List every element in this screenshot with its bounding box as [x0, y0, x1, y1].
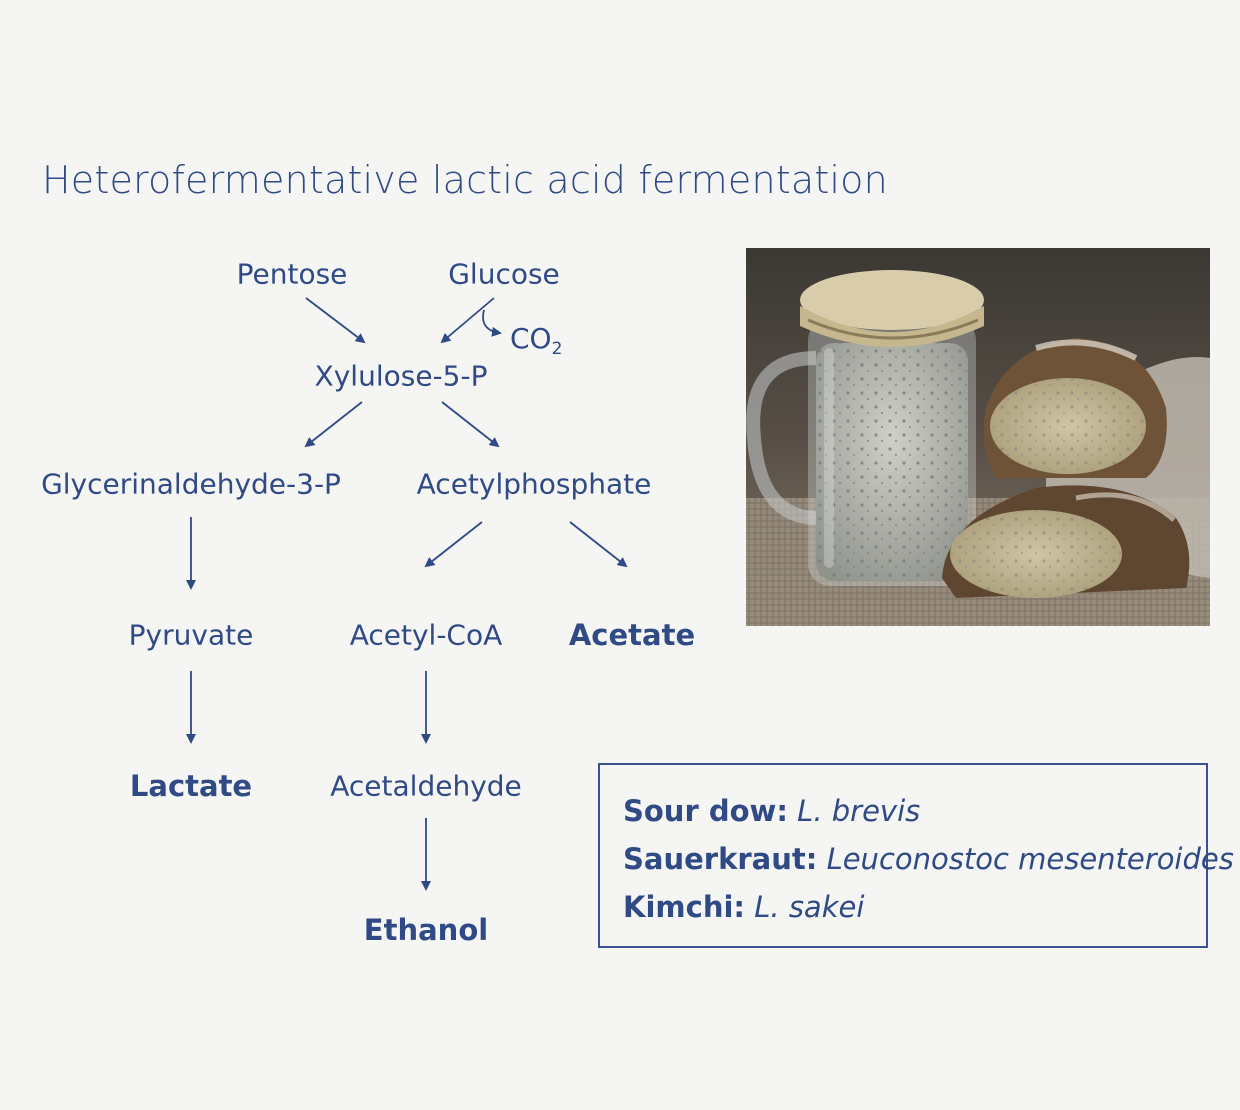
node-acetaldehyde: Acetaldehyde	[330, 769, 522, 803]
examples-box: Sour dow: L. brevis Sauerkraut: Leuconos…	[598, 763, 1234, 948]
node-pyruvate: Pyruvate	[128, 618, 254, 652]
node-acetate: Acetate	[568, 618, 696, 652]
arrow-glucose-co2	[482, 309, 502, 337]
arrow-acetylphosphate-acetate	[569, 521, 628, 568]
node-co2: CO2	[510, 322, 563, 359]
example-row-sourdough: Sour dow: L. brevis	[623, 787, 1206, 835]
arrow-xylulose-glycerinaldehyde	[304, 401, 363, 448]
example-value: L. brevis	[797, 794, 921, 828]
node-ethanol: Ethanol	[363, 913, 489, 947]
example-row-kimchi: Kimchi: L. sakei	[623, 883, 1206, 931]
example-row-sauerkraut: Sauerkraut: Leuconostoc mesenteroides	[623, 835, 1234, 883]
diagram-title: Heterofermentative lactic acid fermentat…	[42, 158, 888, 202]
example-key: Sauerkraut:	[623, 842, 818, 876]
arrow-pentose-xylulose	[305, 297, 366, 344]
node-glycerinaldehyde-3-p: Glycerinaldehyde-3-P	[41, 467, 341, 501]
node-glucose: Glucose	[448, 257, 560, 291]
node-pentose: Pentose	[236, 257, 348, 291]
node-lactate: Lactate	[129, 769, 253, 803]
node-acetylphosphate: Acetylphosphate	[416, 467, 652, 501]
example-key: Kimchi:	[623, 890, 746, 924]
arrow-xylulose-acetylphosphate	[441, 401, 500, 448]
node-acetyl-coa: Acetyl-CoA	[349, 618, 503, 652]
sourdough-photo	[746, 248, 1210, 626]
node-xylulose-5-p: Xylulose-5-P	[314, 359, 488, 393]
arrow-glucose-xylulose	[440, 297, 495, 344]
arrow-acetylphosphate-acetylcoa	[424, 521, 483, 568]
example-value: Leuconostoc mesenteroides	[826, 842, 1234, 876]
example-value: L. sakei	[754, 890, 865, 924]
example-key: Sour dow:	[623, 794, 788, 828]
